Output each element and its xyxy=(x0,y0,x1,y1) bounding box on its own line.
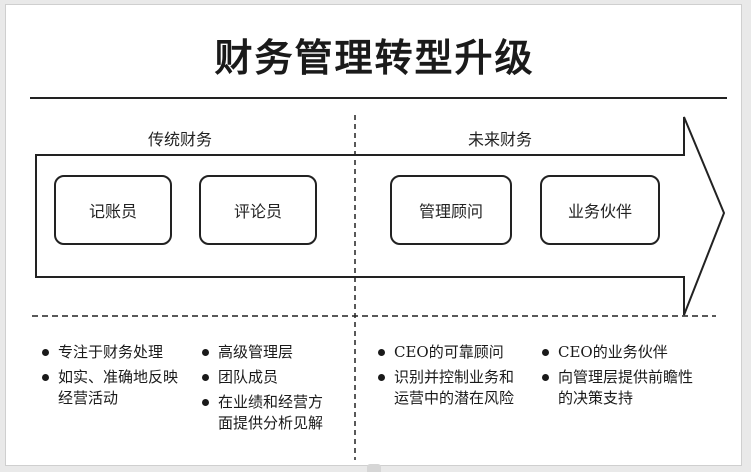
list-item: CEO的业务伙伴 xyxy=(542,342,702,363)
list-item: 向管理层提供前瞻性的决策支持 xyxy=(542,367,702,409)
bullet-icon xyxy=(202,399,209,406)
list-item: 高级管理层 xyxy=(202,342,334,363)
bullet-list-col2: 高级管理层 团队成员 在业绩和经营方面提供分析见解 xyxy=(202,342,334,438)
section-label-traditional: 传统财务 xyxy=(148,130,213,149)
bullet-list-col4: CEO的业务伙伴 向管理层提供前瞻性的决策支持 xyxy=(542,342,702,413)
bullet-icon xyxy=(542,349,549,356)
arrow-diagram xyxy=(32,115,726,460)
title-underline xyxy=(30,97,727,99)
bullet-icon xyxy=(202,374,209,381)
list-item: 专注于财务处理 xyxy=(42,342,192,363)
bullet-icon xyxy=(42,374,49,381)
expand-handle[interactable] xyxy=(367,464,381,472)
list-item: 如实、准确地反映经营活动 xyxy=(42,367,192,409)
list-item: 识别并控制业务和运营中的潜在风险 xyxy=(378,367,528,409)
bullet-icon xyxy=(542,374,549,381)
transition-arrow xyxy=(35,116,726,316)
role-box-bookkeeper: 记账员 xyxy=(54,175,172,245)
bullet-icon xyxy=(378,374,385,381)
bullet-list-col3: CEO的可靠顾问 识别并控制业务和运营中的潜在风险 xyxy=(378,342,528,413)
bullet-icon xyxy=(202,349,209,356)
diagram-frame: 财务管理转型升级 传统财务 未来财务 记账员 评论员 管理顾问 业务伙伴 专注于… xyxy=(5,4,742,466)
bullet-icon xyxy=(378,349,385,356)
role-box-business-partner: 业务伙伴 xyxy=(540,175,660,245)
list-item: 在业绩和经营方面提供分析见解 xyxy=(202,392,334,434)
bullet-icon xyxy=(42,349,49,356)
section-label-future: 未来财务 xyxy=(468,130,533,149)
page-title: 财务管理转型升级 xyxy=(214,36,535,80)
list-item: 团队成员 xyxy=(202,367,334,388)
role-box-management-consultant: 管理顾问 xyxy=(390,175,512,245)
role-box-commentator: 评论员 xyxy=(199,175,317,245)
list-item: CEO的可靠顾问 xyxy=(378,342,528,363)
bullet-list-col1: 专注于财务处理 如实、准确地反映经营活动 xyxy=(42,342,192,413)
